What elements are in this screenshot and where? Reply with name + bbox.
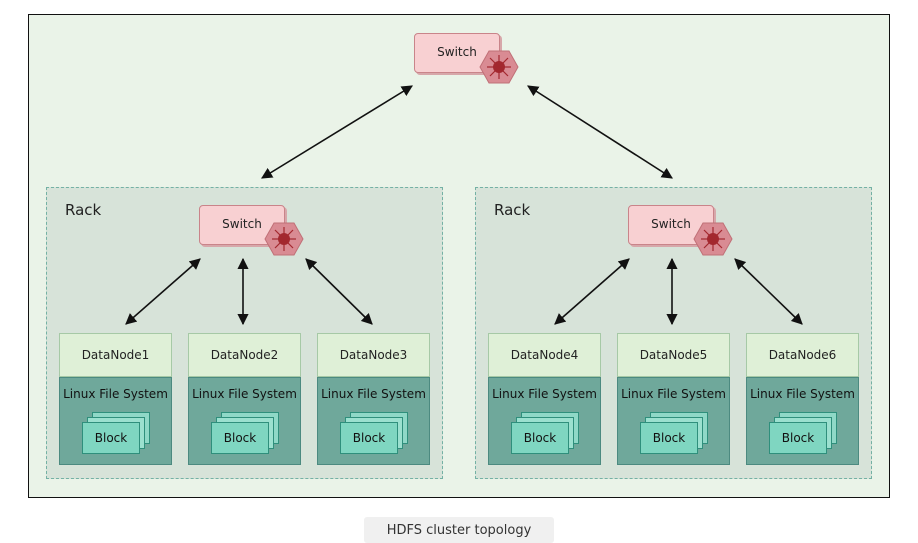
block-stack: Block (769, 412, 837, 460)
figure-caption: HDFS cluster topology (364, 517, 554, 543)
switch-label: Switch (222, 217, 262, 231)
datanode-name: DataNode5 (617, 333, 730, 377)
datanode-3: DataNode3 Linux File System Block (317, 333, 430, 465)
datanode-4: DataNode4 Linux File System Block (488, 333, 601, 465)
network-hub-icon (479, 50, 519, 84)
datanode-6: DataNode6 Linux File System Block (746, 333, 859, 465)
rack-1-switch: Switch (199, 205, 304, 256)
rack-label: Rack (65, 201, 102, 219)
link-rack1-node3 (305, 258, 373, 325)
linux-file-system: Linux File System Block (59, 377, 172, 465)
block: Block (340, 422, 398, 454)
fs-label: Linux File System (750, 387, 855, 401)
linux-file-system: Linux File System Block (188, 377, 301, 465)
datanode-5: DataNode5 Linux File System Block (617, 333, 730, 465)
block-stack: Block (340, 412, 408, 460)
datanode-name: DataNode2 (188, 333, 301, 377)
datanode-2: DataNode2 Linux File System Block (188, 333, 301, 465)
linux-file-system: Linux File System Block (317, 377, 430, 465)
datanode-name: DataNode3 (317, 333, 430, 377)
link-core-rack2 (527, 85, 673, 179)
link-rack2-node4 (554, 258, 630, 325)
rack-label: Rack (494, 201, 531, 219)
fs-label: Linux File System (63, 387, 168, 401)
fs-label: Linux File System (321, 387, 426, 401)
datanode-name: DataNode6 (746, 333, 859, 377)
rack-2-switch: Switch (628, 205, 733, 256)
fs-label: Linux File System (492, 387, 597, 401)
datanode-name: DataNode1 (59, 333, 172, 377)
fs-label: Linux File System (192, 387, 297, 401)
block-stack: Block (211, 412, 279, 460)
block-stack: Block (640, 412, 708, 460)
network-hub-icon (264, 222, 304, 256)
block: Block (769, 422, 827, 454)
linux-file-system: Linux File System Block (746, 377, 859, 465)
linux-file-system: Linux File System Block (617, 377, 730, 465)
block: Block (640, 422, 698, 454)
datanode-name: DataNode4 (488, 333, 601, 377)
fs-label: Linux File System (621, 387, 726, 401)
block-stack: Block (82, 412, 150, 460)
core-switch: Switch (414, 33, 519, 84)
linux-file-system: Linux File System Block (488, 377, 601, 465)
block-stack: Block (511, 412, 579, 460)
switch-label: Switch (651, 217, 691, 231)
datanode-1: DataNode1 Linux File System Block (59, 333, 172, 465)
block: Block (82, 422, 140, 454)
block: Block (211, 422, 269, 454)
switch-label: Switch (437, 45, 477, 59)
link-rack2-node6 (734, 258, 803, 325)
link-core-rack1 (261, 85, 413, 179)
link-rack1-node1 (125, 258, 201, 325)
block: Block (511, 422, 569, 454)
network-hub-icon (693, 222, 733, 256)
